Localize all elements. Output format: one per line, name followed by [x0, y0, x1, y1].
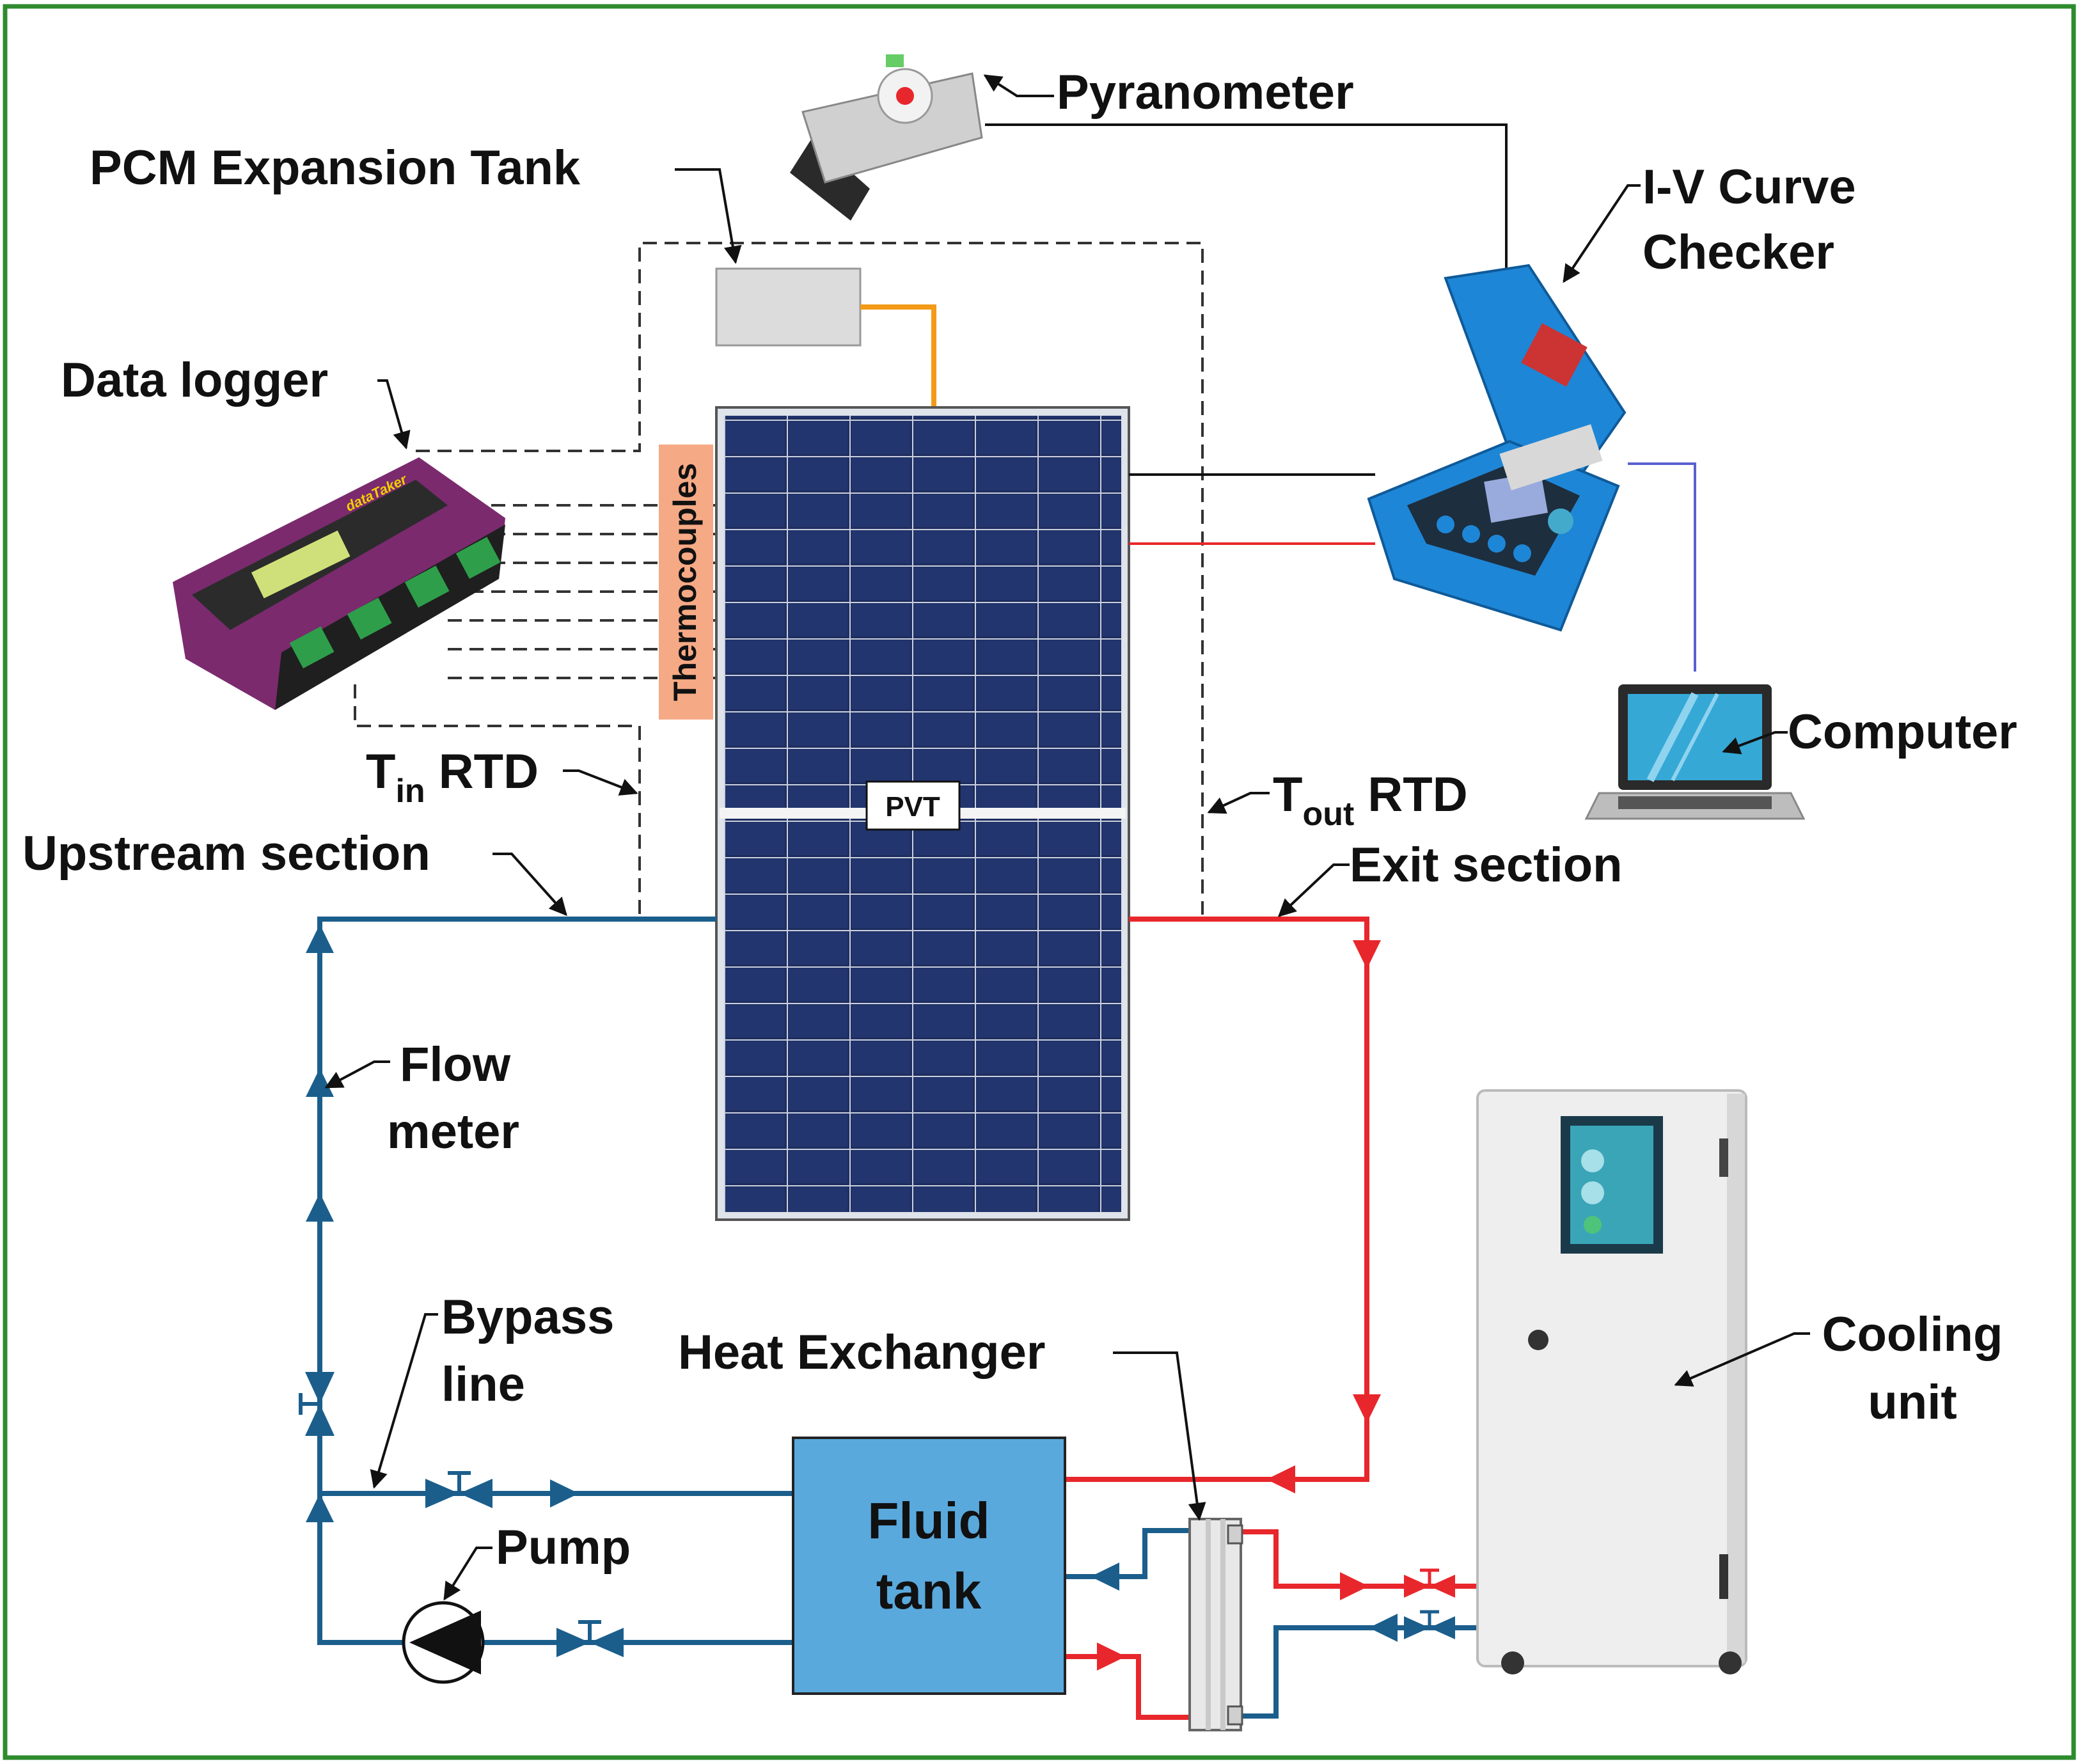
tin-rtd-main: T — [366, 744, 395, 799]
computer-leader — [1722, 731, 1788, 755]
pvt-label: PVT — [885, 791, 940, 823]
pvt-label-box — [865, 780, 961, 831]
flow-meter-label-line2: meter — [387, 1105, 519, 1159]
tout-rtd-suffix: RTD — [1354, 768, 1467, 822]
pcm-line — [860, 304, 936, 413]
fluid-tank-label-line2: tank — [876, 1563, 982, 1619]
data-logger-leader — [377, 379, 411, 450]
tout-rtd-main: T — [1273, 768, 1302, 822]
hot-flow-arrows — [1097, 940, 1381, 1671]
cold-flow-arrows — [306, 924, 1398, 1642]
pcm-expansion-tank-label: PCM Expansion Tank — [90, 141, 581, 195]
tin-rtd-label: Tin RTD — [366, 744, 539, 810]
iv-curve-checker-label-line1: I-V Curve — [1643, 160, 1856, 214]
pcm-tank-leader — [675, 168, 742, 264]
data-logger-device: dataTaker — [173, 457, 505, 710]
pump-leader — [443, 1547, 492, 1601]
pcm-expansion-tank — [715, 267, 862, 347]
iv-curve-checker-device — [1367, 264, 1627, 632]
bypass-leader — [370, 1313, 438, 1489]
bypass-line-label-line2: line — [441, 1357, 525, 1412]
pyranometer-label: Pyranometer — [1057, 65, 1354, 120]
main-line-valve — [299, 1372, 335, 1436]
cooling-unit — [1476, 1089, 1747, 1674]
cooling-unit-label-line1: Cooling — [1822, 1307, 2003, 1362]
tin-rtd-leader — [563, 769, 638, 796]
cooling-hot-valve — [1404, 1568, 1455, 1598]
iv-checker-leader — [1563, 184, 1641, 283]
tout-rtd-label: Tout RTD — [1273, 768, 1468, 833]
heat-exchanger — [1188, 1518, 1243, 1731]
upstream-leader — [492, 853, 567, 917]
flow-meter-label-line1: Flow — [400, 1037, 511, 1092]
pump-symbol — [402, 1601, 485, 1684]
computer-device — [1584, 684, 1806, 820]
tout-rtd-subscript: out — [1302, 796, 1354, 833]
bypass-valve — [425, 1471, 492, 1508]
tin-rtd-subscript: in — [395, 773, 425, 810]
computer-link-wire — [1628, 462, 1696, 672]
pyranometer-wire — [985, 123, 1508, 269]
data-logger-label: Data logger — [61, 353, 328, 407]
heat-exchanger-leader — [1113, 1351, 1206, 1521]
outer-frame — [3, 4, 2076, 1760]
pyranometer-device — [790, 54, 983, 221]
exit-section-label: Exit section — [1350, 838, 1623, 892]
pump-line-valve — [556, 1620, 624, 1657]
flow-meter-leader — [324, 1060, 390, 1089]
upstream-section-label: Upstream section — [22, 826, 430, 881]
heat-exchanger-label: Heat Exchanger — [678, 1325, 1045, 1380]
cooling-unit-label-line2: unit — [1868, 1375, 1957, 1429]
cooling-cold-valve — [1404, 1610, 1455, 1639]
pvt-panel: PVT — [715, 406, 1130, 1221]
pump-label: Pump — [496, 1520, 631, 1575]
thermocouples-label: Thermocouples — [667, 463, 703, 701]
fluid-tank — [792, 1437, 1066, 1695]
thermocouples-tag — [659, 445, 713, 720]
computer-label: Computer — [1788, 705, 2017, 759]
bypass-line-label-line1: Bypass — [441, 1290, 614, 1344]
tin-rtd-suffix: RTD — [425, 744, 539, 799]
fluid-tank-label-line1: Fluid — [867, 1492, 989, 1549]
iv-curve-checker-label-line2: Checker — [1643, 225, 1834, 280]
cooling-unit-leader — [1674, 1332, 1810, 1387]
pyranometer-leader — [983, 74, 1054, 97]
exit-section-leader — [1277, 863, 1350, 917]
tout-rtd-leader — [1207, 792, 1270, 814]
